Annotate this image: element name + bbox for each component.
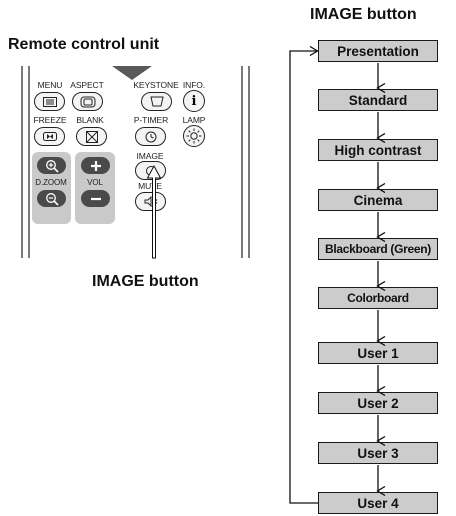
image-button-callout: IMAGE button [92, 273, 199, 290]
freeze-icon [42, 132, 57, 141]
keystone-button[interactable] [141, 92, 172, 111]
mode-box-standard: Standard [318, 89, 438, 111]
remote-control-illustration: MENU ASPECT KEYSTONE INFO. i FREEZE BLAN… [20, 66, 252, 260]
mute-button[interactable] [135, 192, 166, 211]
plus-icon [90, 160, 101, 171]
image-mode-flowchart: Presentation Standard High contrast Cine… [318, 40, 438, 514]
image-label: IMAGE [136, 151, 164, 161]
remote-title: Remote control unit [8, 36, 160, 53]
freeze-label: FREEZE [33, 115, 67, 125]
ptimer-label: P-TIMER [133, 115, 169, 125]
dzoom-label: D.ZOOM [35, 178, 67, 187]
lamp-button[interactable] [183, 125, 205, 147]
zoom-in-button[interactable] [37, 157, 66, 174]
blank-label: BLANK [76, 115, 104, 125]
lamp-label: LAMP [182, 115, 206, 125]
mode-box-high-contrast: High contrast [318, 139, 438, 161]
menu-label: MENU [37, 80, 63, 90]
aspect-icon [80, 96, 95, 107]
ptimer-button[interactable] [135, 127, 166, 146]
zoom-in-icon [45, 159, 59, 173]
menu-button[interactable] [34, 92, 65, 111]
volume-label: VOL [87, 178, 103, 187]
info-icon: i [191, 93, 197, 109]
aspect-label: ASPECT [70, 80, 104, 90]
timer-icon [145, 131, 156, 142]
volume-down-button[interactable] [81, 190, 110, 207]
zoom-out-icon [45, 192, 59, 206]
info-button[interactable]: i [183, 90, 205, 112]
minus-icon [90, 197, 101, 200]
image-button-pointer [146, 164, 162, 259]
menu-icon [42, 96, 57, 107]
mode-box-user-3: User 3 [318, 442, 438, 464]
blank-icon [85, 130, 98, 143]
image-button-heading: IMAGE button [310, 6, 417, 23]
info-label: INFO. [182, 80, 206, 90]
loop-back-arrow [289, 51, 318, 504]
mode-box-user-4: User 4 [318, 492, 438, 514]
mode-box-user-1: User 1 [318, 342, 438, 364]
freeze-button[interactable] [34, 127, 65, 146]
mute-label: MUTE [138, 181, 162, 191]
aspect-button[interactable] [72, 92, 103, 111]
blank-button[interactable] [76, 127, 107, 146]
mode-box-blackboard: Blackboard (Green) [318, 238, 438, 260]
zoom-out-button[interactable] [37, 190, 66, 207]
volume-up-button[interactable] [81, 157, 110, 174]
dpad-down-arrow-icon [112, 66, 152, 80]
remote-body-outline [21, 66, 250, 258]
keystone-label: KEYSTONE [133, 80, 179, 90]
keystone-icon [149, 96, 164, 107]
lamp-icon [186, 128, 202, 144]
